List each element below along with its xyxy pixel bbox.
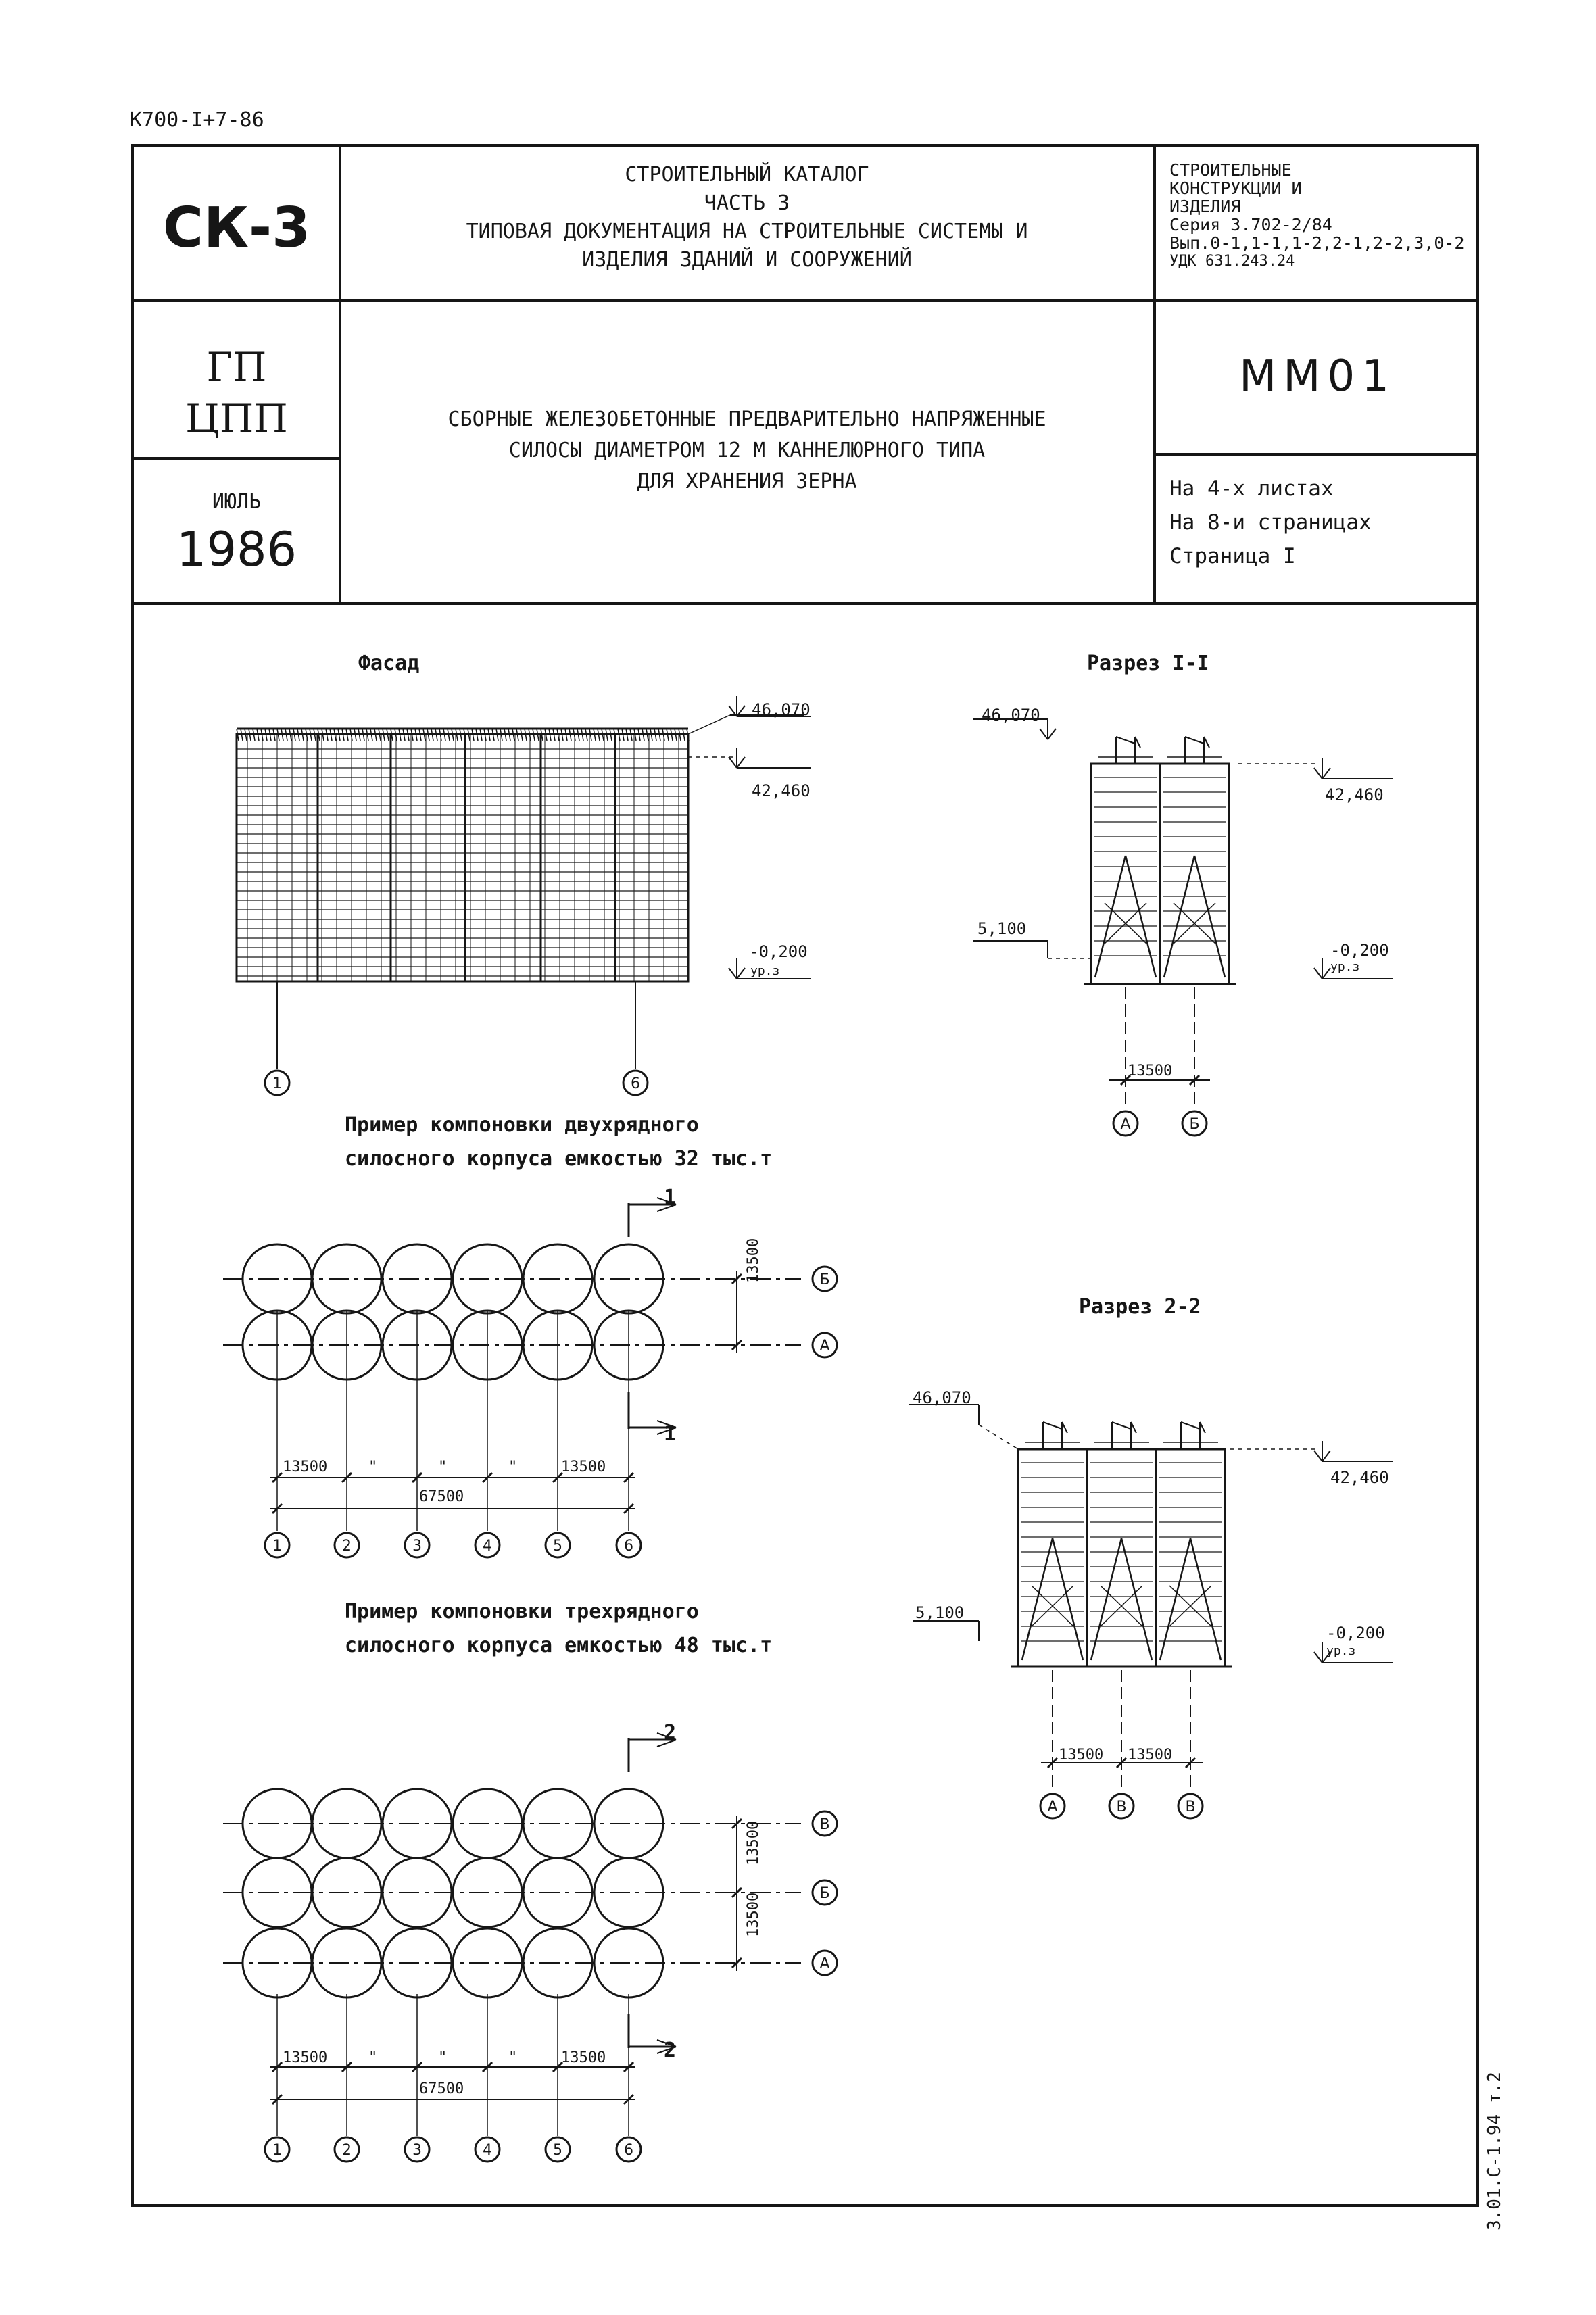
plan2-axis-5-label: 5 [553, 2142, 562, 2159]
p1-dim-first: 13500 [283, 1459, 328, 1476]
plan2-caption: Пример компоновки трехрядного силосного … [345, 1600, 773, 1657]
s2-axis-v2 [1177, 1793, 1204, 1820]
plan2-axis-a [811, 1949, 838, 1976]
plan1-axis-4-label: 4 [483, 1538, 492, 1555]
facade-axis-1 [264, 1069, 291, 1096]
plan2-row-b-silo-6 [593, 1857, 664, 1928]
plan2-axis-v-label: В [819, 1816, 829, 1833]
s2-spacing-2: 13500 [1128, 1747, 1173, 1763]
s2-axis-v [1108, 1793, 1135, 1820]
facade-level-mark: ур.з [750, 964, 780, 978]
s1-spacing: 13500 [1128, 1063, 1173, 1079]
plan1-axis-1 [264, 1532, 291, 1559]
s2-axis-a-label: А [1047, 1799, 1057, 1816]
plan2-axis-2-label: 2 [342, 2142, 352, 2159]
s1-level-mark: ур.з [1330, 960, 1360, 974]
s2-level-mark: ур.з [1326, 1644, 1356, 1658]
plan1-axis-3 [404, 1532, 431, 1559]
section1-title: Разрез I-I [1087, 652, 1209, 675]
doc-title: СБОРНЫЕ ЖЕЛЕЗОБЕТОННЫЕ ПРЕДВАРИТЕЛЬНО НА… [448, 408, 1046, 493]
plan1-axis-a-label: А [819, 1338, 829, 1355]
facade-outline [235, 733, 690, 983]
s1-axis-a [1112, 1110, 1139, 1137]
year: 1986 [176, 522, 297, 577]
section2-title: Разрез 2-2 [1079, 1295, 1201, 1319]
p2-ditto-2: " [438, 2049, 448, 2066]
s2-axis-v-label: В [1116, 1799, 1126, 1816]
plan2-axis-4-label: 4 [483, 2142, 492, 2159]
p2-dim-total: 67500 [419, 2080, 464, 2097]
section-info: СТРОИТЕЛЬНЫЕ КОНСТРУКЦИИ И ИЗДЕЛИЯ Серия… [1169, 160, 1465, 270]
facade-axis-6-label: 6 [631, 1075, 640, 1092]
plan2-row-b-silo-5 [522, 1857, 594, 1928]
s1-elev-gallery: 5,100 [977, 919, 1027, 938]
plan1-axis-6 [615, 1532, 642, 1559]
header-code: К700-I+7-86 [130, 108, 264, 132]
s2-spacing-1: 13500 [1059, 1747, 1104, 1763]
sheets-info: На 4-х листах На 8-и страницах Страница … [1169, 477, 1372, 568]
plan2-axis-1 [264, 2136, 291, 2163]
facade-elev-roof: 42,460 [752, 781, 811, 800]
plan2-row-b-silo-3 [381, 1857, 453, 1928]
s1-axis-b [1181, 1110, 1208, 1137]
facade-title: Фасад [358, 652, 420, 675]
plan2-axis-a-label: А [819, 1955, 829, 1972]
plan2-axis-5 [544, 2136, 571, 2163]
p1-ditto-3: " [508, 1459, 518, 1476]
plan2-axis-3 [404, 2136, 431, 2163]
s2-axis-a [1039, 1793, 1066, 1820]
org: ГП ЦПП [185, 344, 288, 441]
plan1-axis-a [811, 1332, 838, 1359]
plan2-axis-6 [615, 2136, 642, 2163]
s1-axis-b-label: Б [1189, 1116, 1199, 1133]
plan1-axis-4 [474, 1532, 501, 1559]
p2-ditto-1: " [368, 2049, 378, 2066]
p1-dim-total: 67500 [419, 1488, 464, 1505]
plan2-axis-b [811, 1879, 838, 1906]
plan2-axis-v [811, 1810, 838, 1837]
plan1-axis-5-label: 5 [553, 1538, 562, 1555]
s2-axis-v2-label: В [1185, 1799, 1195, 1816]
month: ИЮЛЬ [212, 490, 262, 514]
plan2-axis-4 [474, 2136, 501, 2163]
plan1-axis-3-label: 3 [412, 1538, 422, 1555]
s2-elev-roof: 42,460 [1330, 1468, 1389, 1487]
cut2-bottom: 2 [664, 2039, 677, 2062]
plan2-axis-6-label: 6 [624, 2142, 633, 2159]
p1-dim-last: 13500 [561, 1459, 606, 1476]
s2-elev-floor: -0,200 [1326, 1624, 1385, 1642]
p1-ditto-1: " [368, 1459, 378, 1476]
plan1-axis-5 [544, 1532, 571, 1559]
plan2-axis-b-label: Б [819, 1885, 829, 1902]
doc-code: ММ01 [1239, 351, 1396, 401]
s1-axis-a-label: А [1120, 1116, 1130, 1133]
plan2-axis-1-label: 1 [272, 2142, 282, 2159]
plan1-axis-1-label: 1 [272, 1538, 282, 1555]
s1-elev-roof: 42,460 [1325, 785, 1384, 804]
catalog-title: СТРОИТЕЛЬНЫЙ КАТАЛОГ ЧАСТЬ 3 ТИПОВАЯ ДОК… [466, 163, 1028, 272]
outer-frame [131, 144, 1479, 2207]
plan1-axis-b-label: Б [819, 1271, 829, 1288]
facade-axis-6 [622, 1069, 649, 1096]
p2-ditto-3: " [508, 2049, 518, 2066]
plan1-axis-b [811, 1265, 838, 1292]
plan2-axis-2 [333, 2136, 360, 2163]
plan1-axis-2-label: 2 [342, 1538, 352, 1555]
p2-dim-last: 13500 [561, 2049, 606, 2066]
plan1-axis-6-label: 6 [624, 1538, 633, 1555]
facade-axis-1-label: 1 [272, 1075, 282, 1092]
plan2-row-b-silo-2 [311, 1857, 383, 1928]
facade-elev-floor: -0,200 [749, 942, 808, 961]
p2-dim-first: 13500 [283, 2049, 328, 2066]
plan1-caption: Пример компоновки двухрядного силосного … [345, 1113, 773, 1171]
s2-elev-gallery: 5,100 [915, 1603, 965, 1622]
plan2-row-b-silo-4 [452, 1857, 523, 1928]
plan2-axis-3-label: 3 [412, 2142, 422, 2159]
s1-elev-floor: -0,200 [1330, 941, 1389, 960]
s1-elev-top: 46,070 [982, 706, 1040, 725]
catalog-code: СК-3 [162, 196, 311, 260]
plan1-axis-2 [333, 1532, 360, 1559]
p1-ditto-2: " [438, 1459, 448, 1476]
